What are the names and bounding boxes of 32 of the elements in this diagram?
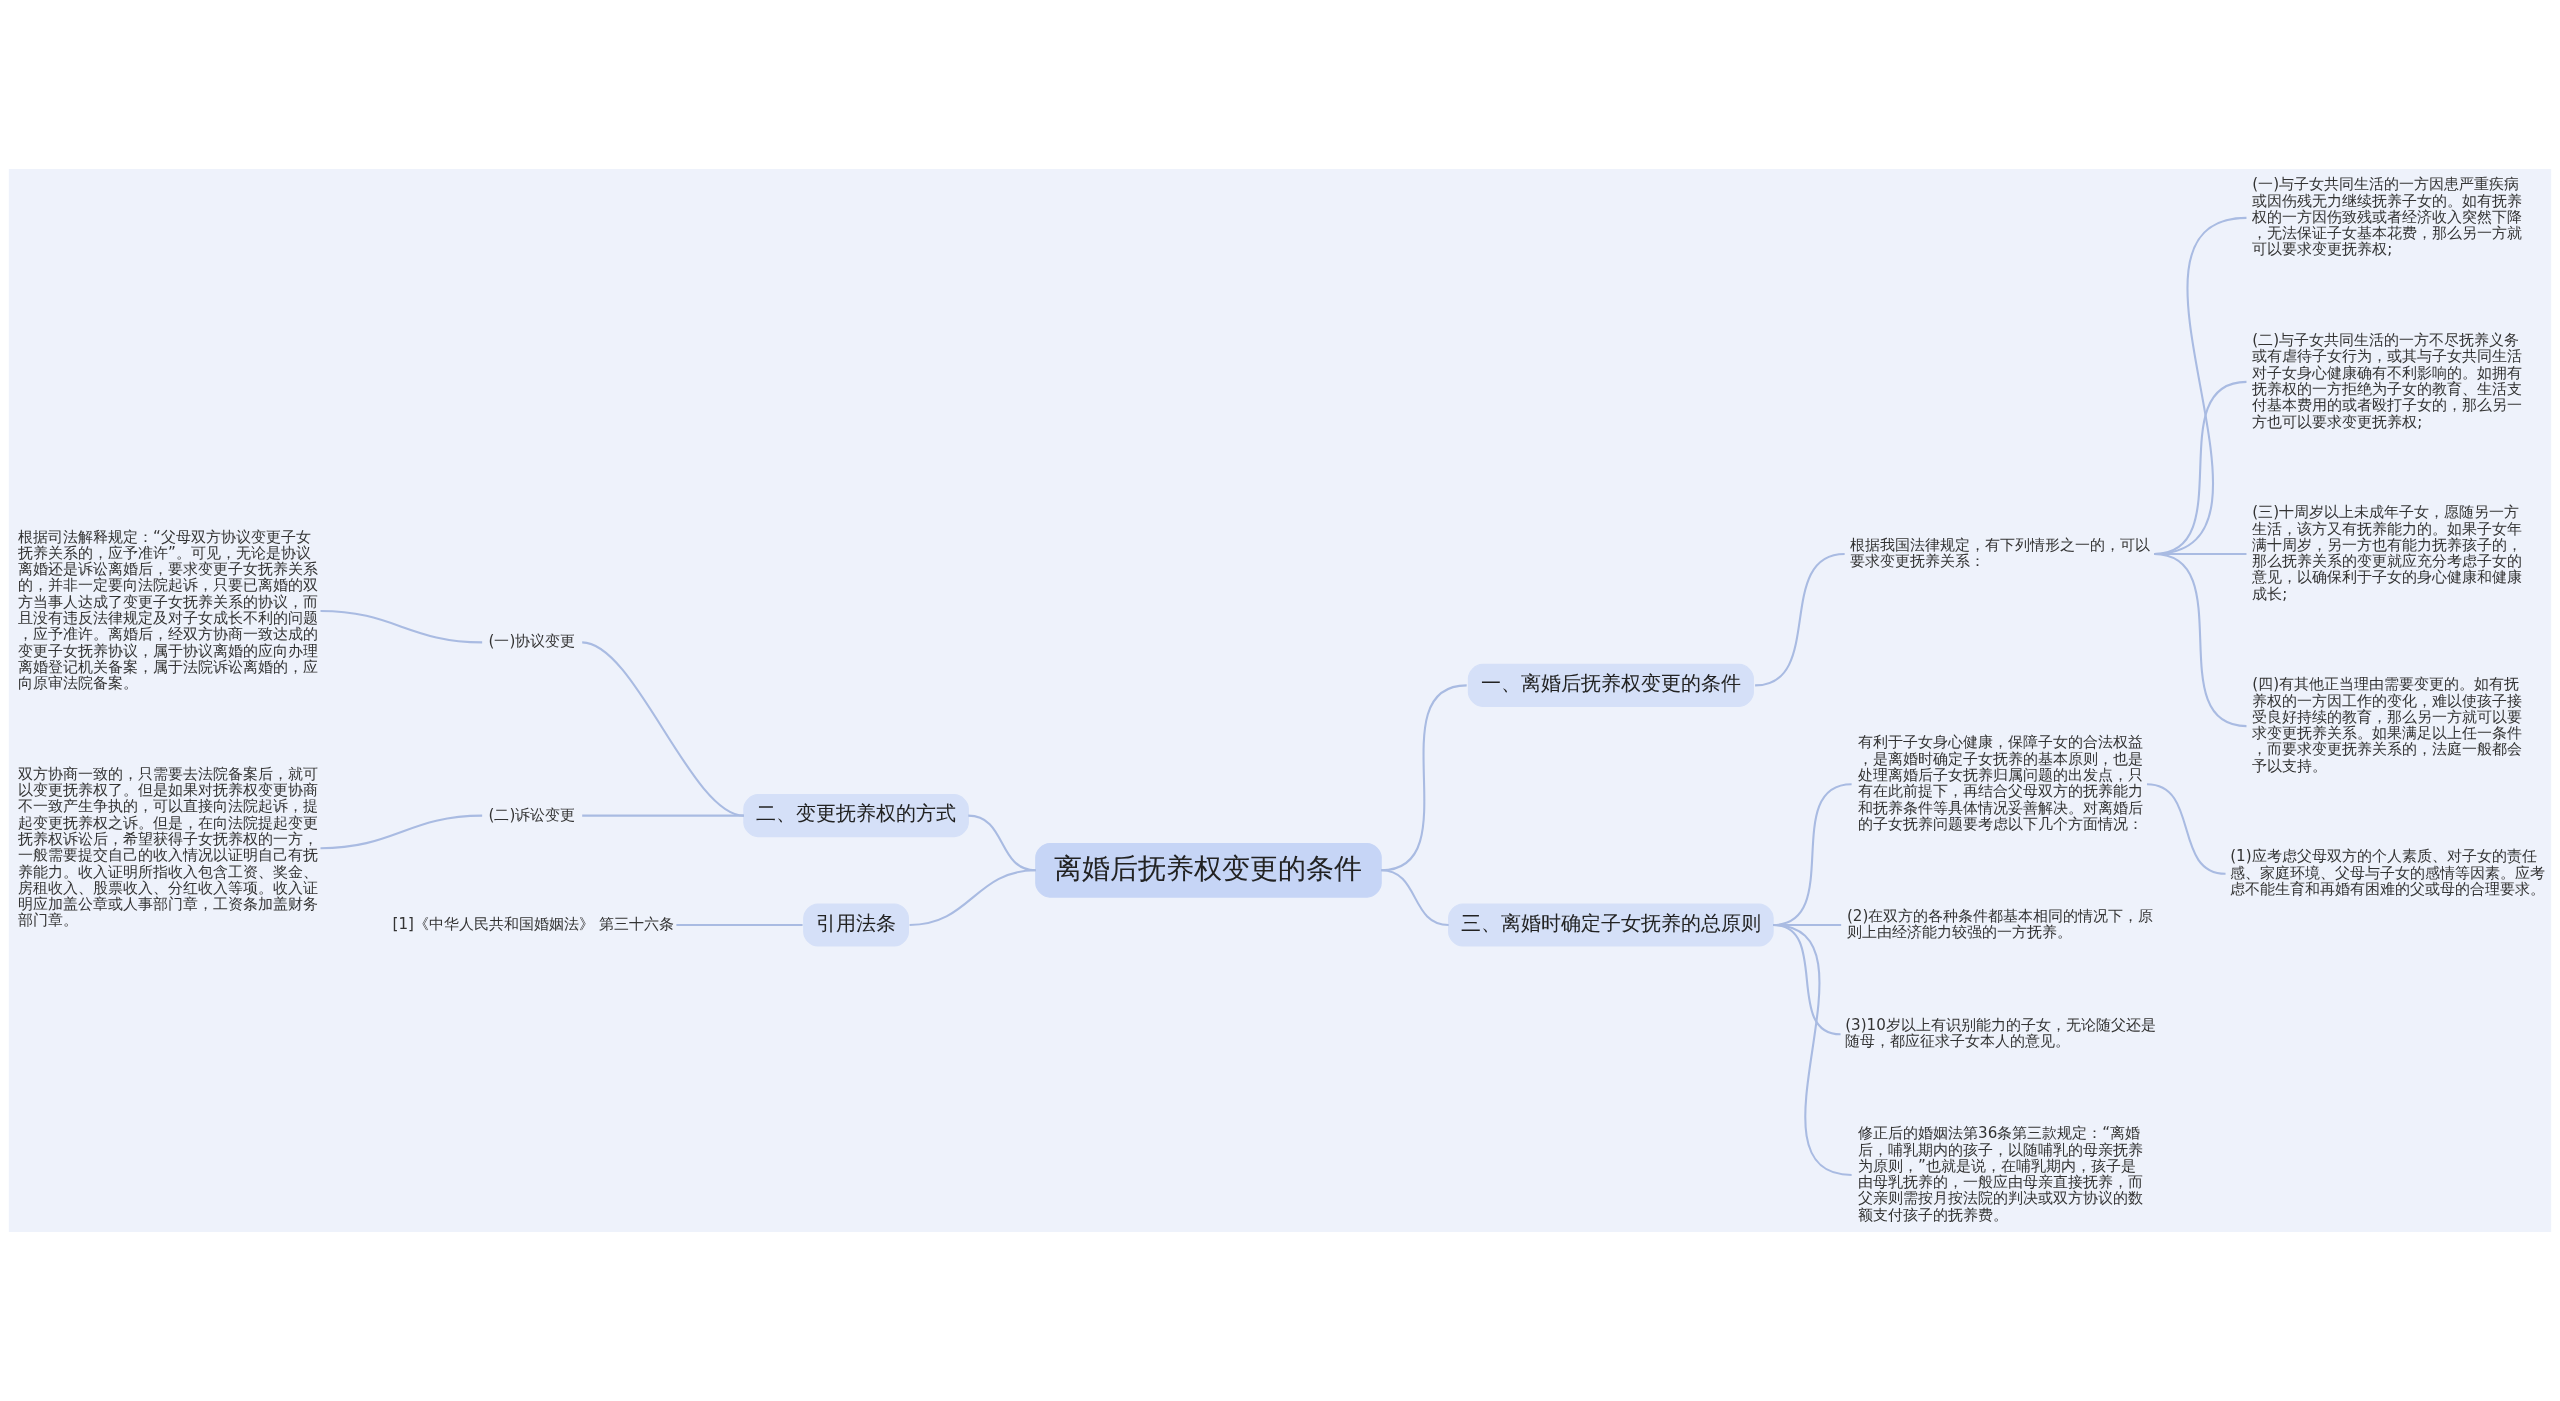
connector xyxy=(2153,552,2247,728)
node-text: 双方协商一致的，只需要去法院备案后，就可以变更抚养权了。但是如果对抚养权变更协商不一致产生争执的，可以直接向法院起诉，提起变更抚养权之诉。但是，在向法院提起变更抚养权诉讼后，希望获得子女抚养权的一方，一般需要提交自己的收入情况以证明自己有抚养能力。收入证明所指收入包含工资、奖金、房租收入、股票收入、分红收入等项。收入证明应加盖公章或人事部门章，工资条加盖财务部门章。 xyxy=(18,764,319,930)
connector xyxy=(1772,923,1852,1177)
node-text: (三)十周岁以上未成年子女，愿随另一方生活，该方又有抚养能力的。如果子女年满十周岁，另一方也有能力抚养孩子的，那么抚养关系的变更就应充分考虑子女的意见，以确保利于子女的身心健康和健康成长; xyxy=(2252,503,2523,603)
connector xyxy=(1754,552,1845,687)
node-text: (1)应考虑父母双方的个人素质、对子女的责任感、家庭环境、父母与子女的感情等因素。应考虑不能生育和再婚有困难的父或母的合理要求。 xyxy=(2230,847,2546,899)
node-box: 二、变更抚养权的方式 xyxy=(743,794,969,838)
node-text: (二)与子女共同生活的一方不尽抚养义务或有虐待子女行为，或其与子女共同生活对子女身心健康确有不利影响的。如拥有抚养权的一方拒绝为子女的教育、生活支付基本费用的或者殴打子女的，那么另一方也可以要求变更抚养权; xyxy=(2252,331,2523,431)
connector xyxy=(320,814,483,850)
connector xyxy=(676,923,803,926)
node-text: 根据司法解释规定：“父母双方协议变更子女抚养关系的，应予准许”。可见，无论是协议离婚还是诉讼离婚后，要求变更子女抚养关系的，并非一定要向法院起诉，只要已离婚的双方当事人达成了变更子女抚养关系的协议，而且没有违反法律规定及对子女成长不利的问题，应予准许。离婚后，经双方协商一致达成的变更子女抚养协议，属于协议离婚的应向办理离婚登记机关备案，属于法院诉讼离婚的，应向原审法院备案。 xyxy=(18,527,319,693)
connector xyxy=(1381,869,1449,926)
node-text: (四)有其他正当理由需要变更的。如有抚养权的一方因工作的变化，难以使孩子接受良好持续的教育，那么另一方就可以要求变更抚养关系。如果满足以上任一条件，而要求变更抚养关系的，法庭一般都会予以支持。 xyxy=(2252,675,2523,775)
node-text: 有利于子女身心健康，保障子女的合法权益，是离婚时确定子女抚养的基本原则，也是处理离婚后子女抚养归属问题的出发点，只有在此前提下，再结合父母双方的抚养能力和抚养条件等具体情况妥善解决。对离婚后的子女抚养问题要考虑以下几个方面情况： xyxy=(1858,733,2144,833)
node-text: (2)在双方的各种条件都基本相同的情况下，原则上由经济能力较强的一方抚养。 xyxy=(1846,906,2154,942)
node-box: 三、离婚时确定子女抚养的总原则 xyxy=(1448,903,1774,947)
node-text: (二)诉讼变更 xyxy=(488,805,576,824)
node-text: (一)协议变更 xyxy=(488,632,576,651)
node-box: 离婚后抚养权变更的条件 xyxy=(1035,842,1382,898)
node-text: (3)10岁以上有识别能力的子女，无论随父还是随母，都应征求子女本人的意见。 xyxy=(1845,1016,2156,1051)
node-box: 一、离婚后抚养权变更的条件 xyxy=(1467,663,1754,707)
connector xyxy=(320,609,483,644)
connector xyxy=(1381,684,1467,872)
node-text: (一)与子女共同生活的一方因患严重疾病或因伤残无力继续抚养子女的。如有抚养权的一方因伤致残或者经济收入突然下降，无法保证子女基本花费，那么另一方就可以要求变更抚养权; xyxy=(2252,175,2523,259)
node-text: 根据我国法律规定，有下列情形之一的，可以要求变更抚养关系： xyxy=(1850,535,2151,571)
node-text: 修正后的婚姻法第36条第三款规定：“离婚后，哺乳期内的孩子，以随哺乳的母亲抚养为原则，”也就是说，在哺乳期内，孩子是由母乳抚养的，一般应由母亲直接抚养，而父亲则需按月按法院的判决或双方协议的数额支付孩子的抚养费。 xyxy=(1858,1124,2144,1224)
connector xyxy=(2146,783,2226,875)
node-box: 引用法条 xyxy=(803,903,909,947)
connector xyxy=(581,641,745,817)
node-text: [1]《中华人民共和国婚姻法》 第三十六条 xyxy=(392,914,674,933)
connector xyxy=(909,869,1036,926)
connector xyxy=(582,814,744,817)
